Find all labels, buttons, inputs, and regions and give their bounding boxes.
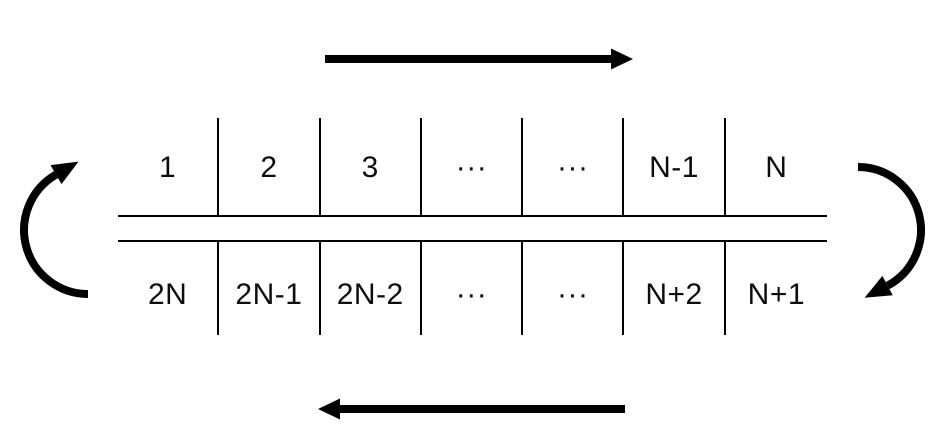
slot-label: ··· (455, 150, 488, 184)
slot-label: N (765, 150, 788, 184)
bottom-slot-row: 2N 2N-1 2N-2 ··· ··· N+2 N+1 (118, 242, 827, 335)
slot-cell: 2N (118, 242, 220, 335)
slot-label: ··· (557, 150, 589, 184)
slot-label: 2 (260, 150, 278, 184)
arrow-left-icon (318, 398, 625, 420)
slot-cell: ··· (422, 242, 524, 335)
slot-label: ··· (455, 278, 488, 311)
slot-cell: 2N-1 (219, 242, 321, 335)
slot-label: N-1 (649, 150, 699, 184)
slot-cell: 2N-2 (321, 242, 422, 335)
slot-cell: N-1 (624, 118, 726, 217)
slot-cell: N (726, 118, 827, 217)
slot-label: 3 (361, 150, 379, 184)
slot-cell: ··· (523, 118, 625, 217)
slot-cell: 3 (321, 118, 422, 217)
curved-arrow-left-icon (20, 161, 89, 298)
slot-cell: ··· (523, 242, 625, 335)
slot-label: 1 (159, 150, 177, 184)
curved-arrow-right-icon (857, 163, 925, 298)
slot-cell: ··· (422, 118, 524, 217)
slot-label: 2N-1 (235, 278, 303, 311)
slot-cell: N+1 (726, 242, 827, 335)
separator-line-upper (118, 215, 827, 217)
top-slot-row: 1 2 3 ··· ··· N-1 N (118, 118, 827, 217)
slot-label: N+2 (645, 278, 703, 311)
slot-label: ··· (557, 278, 589, 311)
slot-cell: N+2 (624, 242, 726, 335)
arrow-right-icon (325, 48, 633, 70)
slot-cell: 2 (219, 118, 321, 217)
separator-line-lower (118, 240, 827, 242)
slot-cell: 1 (118, 118, 220, 217)
slot-label: 2N (147, 278, 188, 311)
slot-label: 2N-2 (336, 278, 404, 311)
slot-label: N+1 (747, 278, 806, 311)
